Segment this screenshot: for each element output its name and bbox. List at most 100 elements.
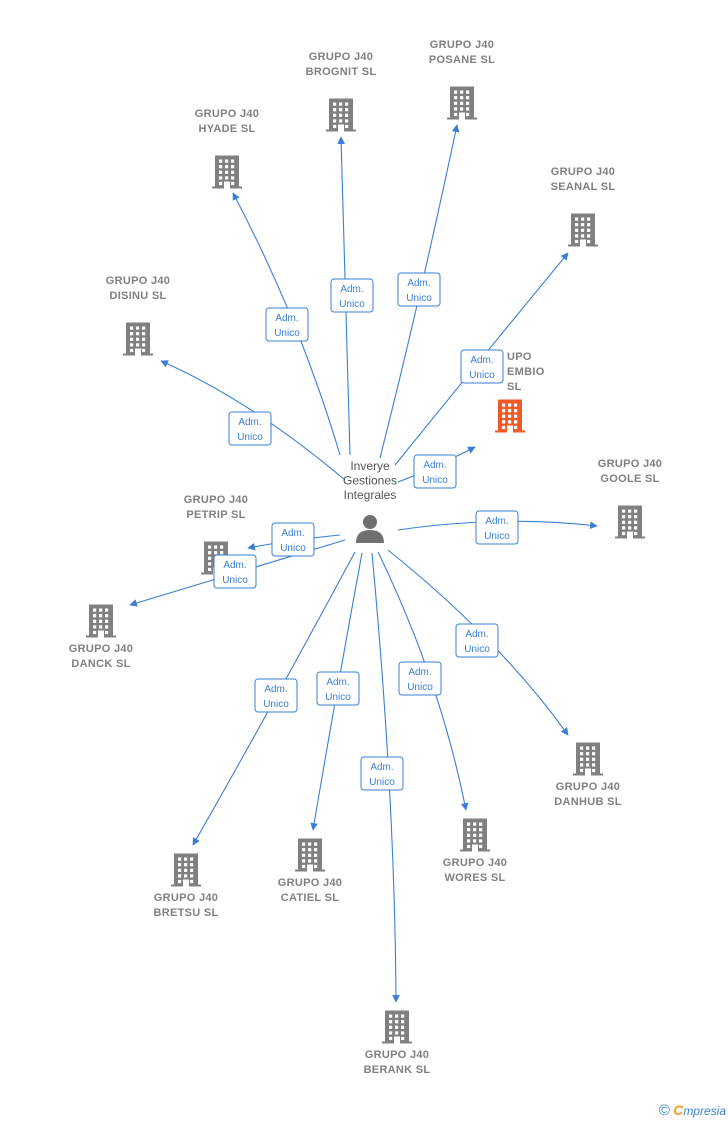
company-label-line: GRUPO J40 — [195, 108, 259, 120]
company-label-line: GRUPO J40 — [69, 643, 133, 655]
company-label-line: GRUPO J40 — [278, 877, 342, 889]
company-label-line: GRUPO J40 — [556, 781, 620, 793]
edge-role-text: Adm. — [407, 278, 430, 289]
building-icon — [382, 1010, 412, 1044]
edge-role-text: Unico — [407, 682, 433, 693]
company-label-line: WORES SL — [444, 872, 505, 884]
edge-role-label: Adm.Unico — [360, 756, 404, 791]
edge-role-label: Adm.Unico — [213, 554, 257, 589]
edge-role-text: Unico — [422, 475, 448, 486]
edge-role-text: Adm. — [340, 284, 363, 295]
company-label-line: GRUPO J40 — [551, 166, 615, 178]
building-icon — [495, 399, 525, 433]
company-label-line: GRUPO J40 — [443, 857, 507, 869]
company-label-line: DANCK SL — [71, 658, 130, 670]
company-label-line: BROGNIT SL — [306, 66, 377, 78]
edge-role-label: Adm. Unico — [271, 522, 315, 557]
person-icon — [356, 515, 384, 543]
edge-role-text: Adm. — [485, 516, 508, 527]
edge-role-label: Adm. Unico — [460, 349, 504, 384]
company-label-line: GRUPO J40 — [430, 39, 494, 51]
edge-role-text: Unico — [464, 644, 490, 655]
edges-layer — [129, 124, 598, 1003]
edge-disinu — [160, 360, 346, 481]
edge-role-label: Adm. Unico — [316, 671, 360, 706]
edge-role-text: Adm. — [275, 313, 298, 324]
company-label-line: GRUPO J40 — [106, 275, 170, 287]
building-icon — [171, 853, 201, 887]
edge-role-label: Adm. Unico — [413, 454, 457, 489]
company-label-line: BERANK SL — [364, 1064, 431, 1076]
company-label-line: POSANE SL — [429, 54, 495, 66]
building-icon — [86, 604, 116, 638]
edge-role-label: Adm. Unico — [455, 623, 499, 658]
edge-role-label: Adm. Unico — [254, 678, 298, 713]
edge-role-text: Unico — [237, 432, 263, 443]
building-icon — [326, 98, 356, 132]
center-label-line: Integrales — [344, 488, 397, 502]
edge-role-text: Adm. — [326, 677, 349, 688]
edge-role-text: Adm. — [281, 528, 304, 539]
company-label-line: PETRIP SL — [186, 509, 245, 521]
building-icon — [573, 742, 603, 776]
edge-role-label: Adm.Unico — [265, 307, 309, 342]
edge-role-text: Unico — [222, 575, 248, 586]
edge-role-text: Adm. — [264, 684, 287, 695]
company-label-line: BRETSU SL — [153, 907, 218, 919]
edge-role-text: Unico — [469, 370, 495, 381]
center-label-line: Inverye — [350, 459, 390, 473]
edge-role-text: Unico — [369, 777, 395, 788]
edge-role-label: Adm. Unico — [398, 661, 442, 696]
center-label-line: Gestiones — [343, 474, 397, 488]
building-icon — [212, 155, 242, 189]
edge-role-text: Adm. — [238, 417, 261, 428]
edge-role-text: Unico — [280, 543, 306, 554]
edge-role-text: Adm. — [470, 355, 493, 366]
building-icon — [568, 213, 598, 247]
edge-role-text: Unico — [406, 293, 432, 304]
company-label-line: SEANAL SL — [551, 181, 616, 193]
building-icon — [123, 322, 153, 356]
company-label-line: GRUPO J40 — [309, 51, 373, 63]
company-label-line: SL — [507, 381, 522, 393]
company-label-line: GRUPO J40 — [184, 494, 248, 506]
brand-logo-initial: C — [673, 1102, 684, 1118]
edge-role-text: Adm. — [465, 629, 488, 640]
building-icon — [460, 818, 490, 852]
company-label-line: GOOLE SL — [600, 473, 659, 485]
building-icon — [447, 86, 477, 120]
edge-role-text: Adm. — [423, 460, 446, 471]
company-label-line: CATIEL SL — [281, 892, 340, 904]
building-icon — [615, 505, 645, 539]
edge-role-label: Adm. Unico — [228, 411, 272, 446]
company-label-line: GRUPO J40 — [365, 1049, 429, 1061]
company-label-line: UPO — [507, 351, 532, 363]
edge-role-text: Unico — [339, 299, 365, 310]
edge-role-text: Unico — [484, 531, 510, 542]
company-label-line: GRUPO J40 — [154, 892, 218, 904]
edge-role-text: Unico — [263, 699, 289, 710]
edge-role-text: Unico — [325, 692, 351, 703]
edge-role-label: Adm. Unico — [397, 272, 441, 307]
building-icon — [295, 838, 325, 872]
company-label-line: HYADE SL — [198, 123, 255, 135]
edge-role-text: Adm. — [408, 667, 431, 678]
company-label-line: GRUPO J40 — [598, 458, 662, 470]
footer-brand[interactable]: © Cmpresia — [659, 1102, 726, 1119]
